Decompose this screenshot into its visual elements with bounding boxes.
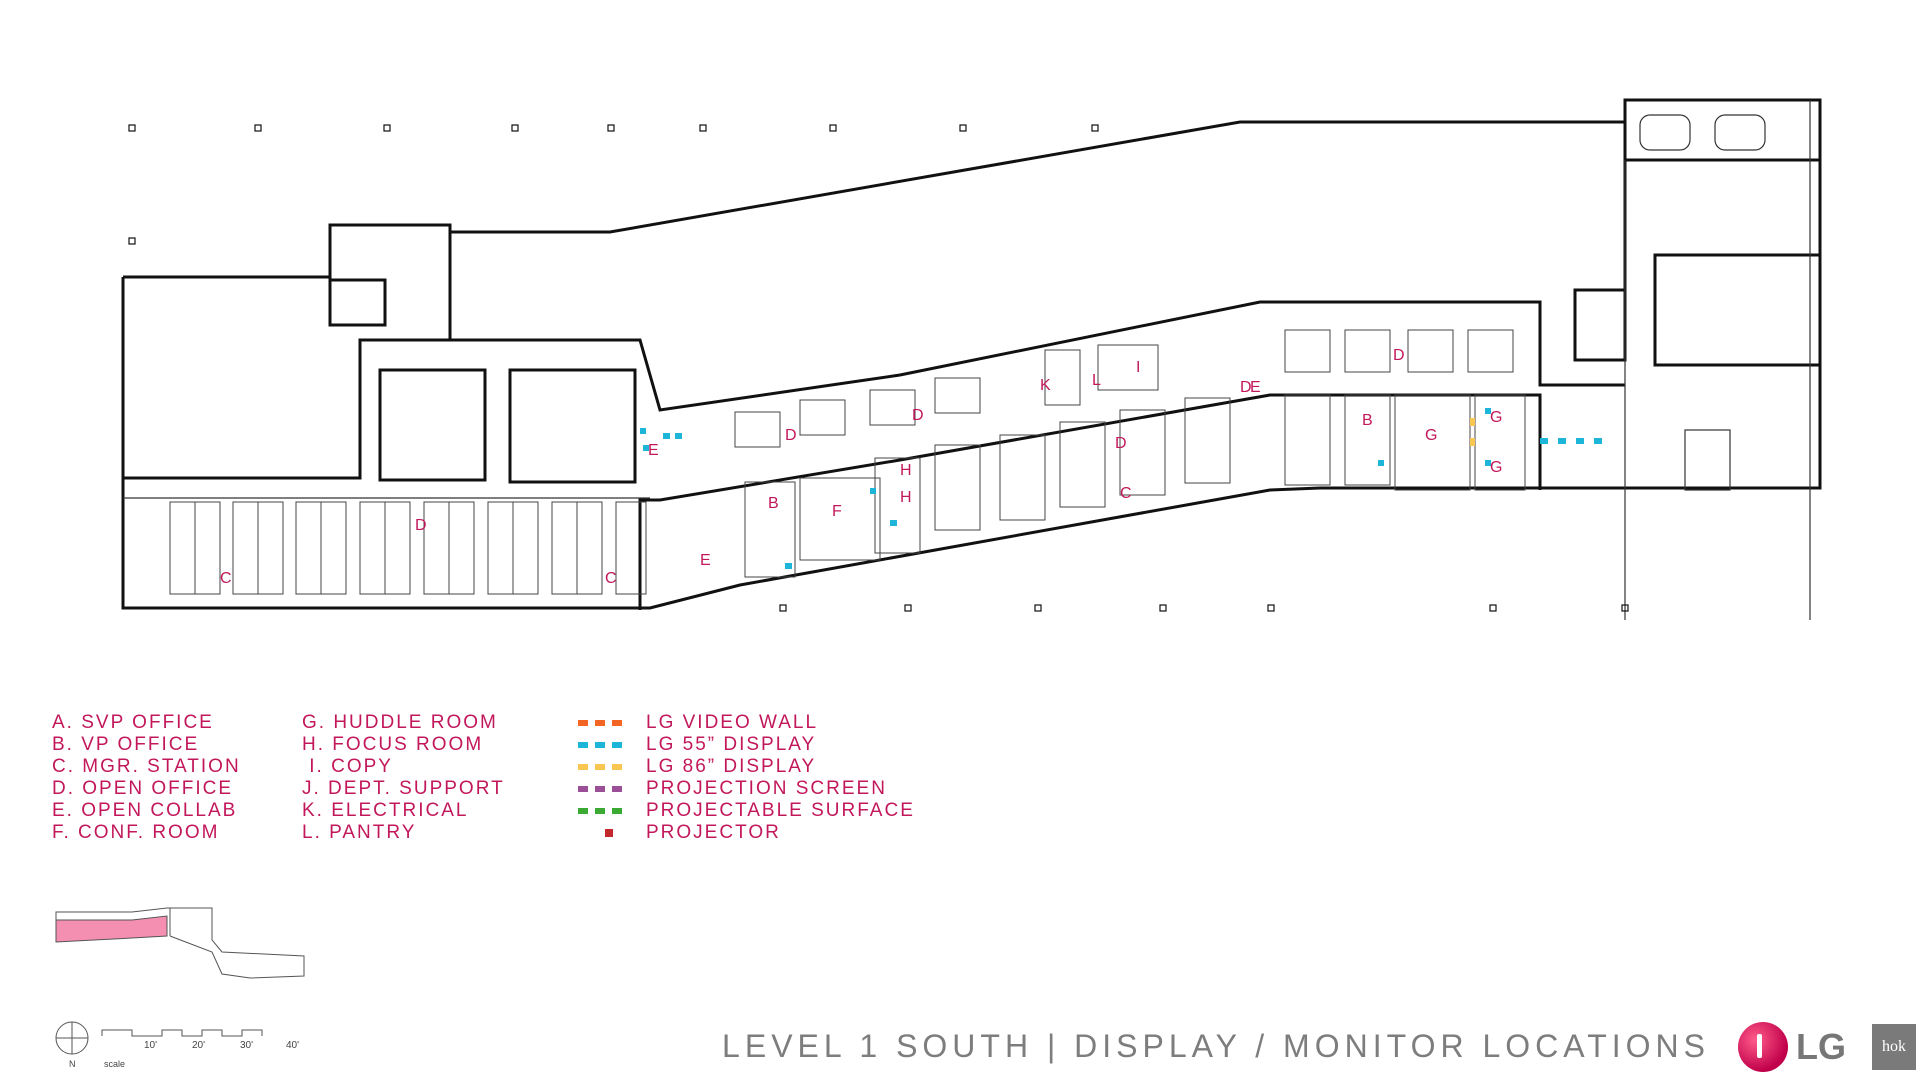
room-label: D bbox=[1240, 379, 1252, 396]
center-core bbox=[508, 368, 637, 484]
room-label: G bbox=[1425, 427, 1437, 444]
room-label: E bbox=[648, 442, 659, 459]
scale-tick: 20' bbox=[192, 1040, 205, 1051]
stair bbox=[328, 278, 387, 327]
north-arrow-and-scale: N scale 10' 20' 30' 40' bbox=[55, 1021, 299, 1069]
room-key-legend-2: G. HUDDLE ROOM H. FOCUS ROOM I. COPY J. … bbox=[302, 712, 505, 844]
room-label: G bbox=[1490, 409, 1502, 426]
equipment-legend-item: PROJECTABLE SURFACE bbox=[578, 800, 915, 822]
room-label: H bbox=[900, 489, 912, 506]
room-label: C bbox=[220, 570, 232, 587]
east-restrooms bbox=[1653, 253, 1822, 367]
room-label: E bbox=[1250, 379, 1261, 396]
legend-swatch bbox=[578, 720, 640, 726]
room-label: D bbox=[415, 517, 427, 534]
equipment-legend-label: PROJECTABLE SURFACE bbox=[646, 800, 915, 821]
legend-item: B. VP OFFICE bbox=[52, 734, 200, 755]
floor-plan: D D D D D D C C C E E E F B B G G G H H … bbox=[121, 98, 1822, 620]
room-label: E bbox=[700, 552, 711, 569]
equipment-legend-item: PROJECTION SCREEN bbox=[578, 778, 915, 800]
room-label: B bbox=[1362, 412, 1373, 429]
legend-item: K. ELECTRICAL bbox=[302, 800, 469, 821]
equipment-legend-label: PROJECTION SCREEN bbox=[646, 778, 887, 799]
legend-item: E. OPEN COLLAB bbox=[52, 800, 238, 821]
room-label: I bbox=[1136, 359, 1140, 376]
lg-face-icon bbox=[1738, 1022, 1788, 1072]
lg-logo: LG bbox=[1738, 1020, 1858, 1074]
legend-item: H. FOCUS ROOM bbox=[302, 734, 484, 755]
legend-swatch bbox=[578, 786, 640, 792]
north-label: N bbox=[69, 1059, 76, 1069]
room-label: D bbox=[1115, 435, 1127, 452]
room-label: D bbox=[912, 407, 924, 424]
equipment-legend-item: LG VIDEO WALL bbox=[578, 712, 915, 734]
west-wing-wall bbox=[121, 223, 452, 480]
legend-item: G. HUDDLE ROOM bbox=[302, 712, 498, 733]
equipment-legend-label: PROJECTOR bbox=[646, 822, 781, 843]
room-key-legend: A. SVP OFFICE B. VP OFFICE C. MGR. STATI… bbox=[52, 712, 241, 844]
room-label: L bbox=[1092, 372, 1101, 389]
scale-tick: 30' bbox=[240, 1040, 253, 1051]
scale-bar bbox=[101, 1029, 263, 1037]
room-label: D bbox=[785, 427, 797, 444]
equipment-legend-item: LG 55” DISPLAY bbox=[578, 734, 915, 756]
room-label: F bbox=[832, 503, 842, 520]
lg-logo-text: LG bbox=[1796, 1026, 1846, 1067]
east-core-top bbox=[1623, 98, 1822, 162]
equipment-legend-label: LG 86” DISPLAY bbox=[646, 756, 817, 777]
scale-tick: 40' bbox=[286, 1040, 299, 1051]
legend-item: A. SVP OFFICE bbox=[52, 712, 214, 733]
hok-logo: hok bbox=[1872, 1024, 1916, 1070]
corridor-wall bbox=[450, 300, 1625, 412]
legend-swatch bbox=[578, 742, 640, 748]
page-title: LEVEL 1 SOUTH | DISPLAY / MONITOR LOCATI… bbox=[722, 1028, 1710, 1064]
legend-swatch bbox=[578, 764, 640, 770]
office-edge bbox=[638, 393, 1542, 610]
exterior-wall bbox=[121, 100, 1822, 610]
room-label: K bbox=[1040, 377, 1051, 394]
legend-item: F. CONF. ROOM bbox=[52, 822, 220, 843]
room-label: D bbox=[1393, 347, 1405, 364]
room-label: C bbox=[605, 570, 617, 587]
key-plan bbox=[55, 907, 305, 979]
room-label: G bbox=[1490, 459, 1502, 476]
legend-swatch bbox=[578, 808, 640, 814]
legend-swatch bbox=[578, 829, 640, 837]
equipment-legend-item: LG 86” DISPLAY bbox=[578, 756, 915, 778]
west-core-rooms bbox=[378, 368, 487, 482]
legend-item: C. MGR. STATION bbox=[52, 756, 241, 777]
scale-label: scale bbox=[104, 1059, 125, 1069]
room-label: B bbox=[768, 495, 779, 512]
equipment-legend-label: LG VIDEO WALL bbox=[646, 712, 819, 733]
legend-item: L. PANTRY bbox=[302, 822, 417, 843]
legend-item: I. COPY bbox=[302, 756, 393, 777]
equipment-legend-label: LG 55” DISPLAY bbox=[646, 734, 817, 755]
east-stair bbox=[1573, 288, 1627, 362]
equipment-legend-item: PROJECTOR bbox=[578, 822, 915, 844]
room-label: C bbox=[1120, 485, 1132, 502]
north-wall bbox=[450, 120, 1627, 310]
legend-item: J. DEPT. SUPPORT bbox=[302, 778, 505, 799]
legend-item: D. OPEN OFFICE bbox=[52, 778, 234, 799]
scale-tick: 10' bbox=[144, 1040, 157, 1051]
room-label: H bbox=[900, 462, 912, 479]
